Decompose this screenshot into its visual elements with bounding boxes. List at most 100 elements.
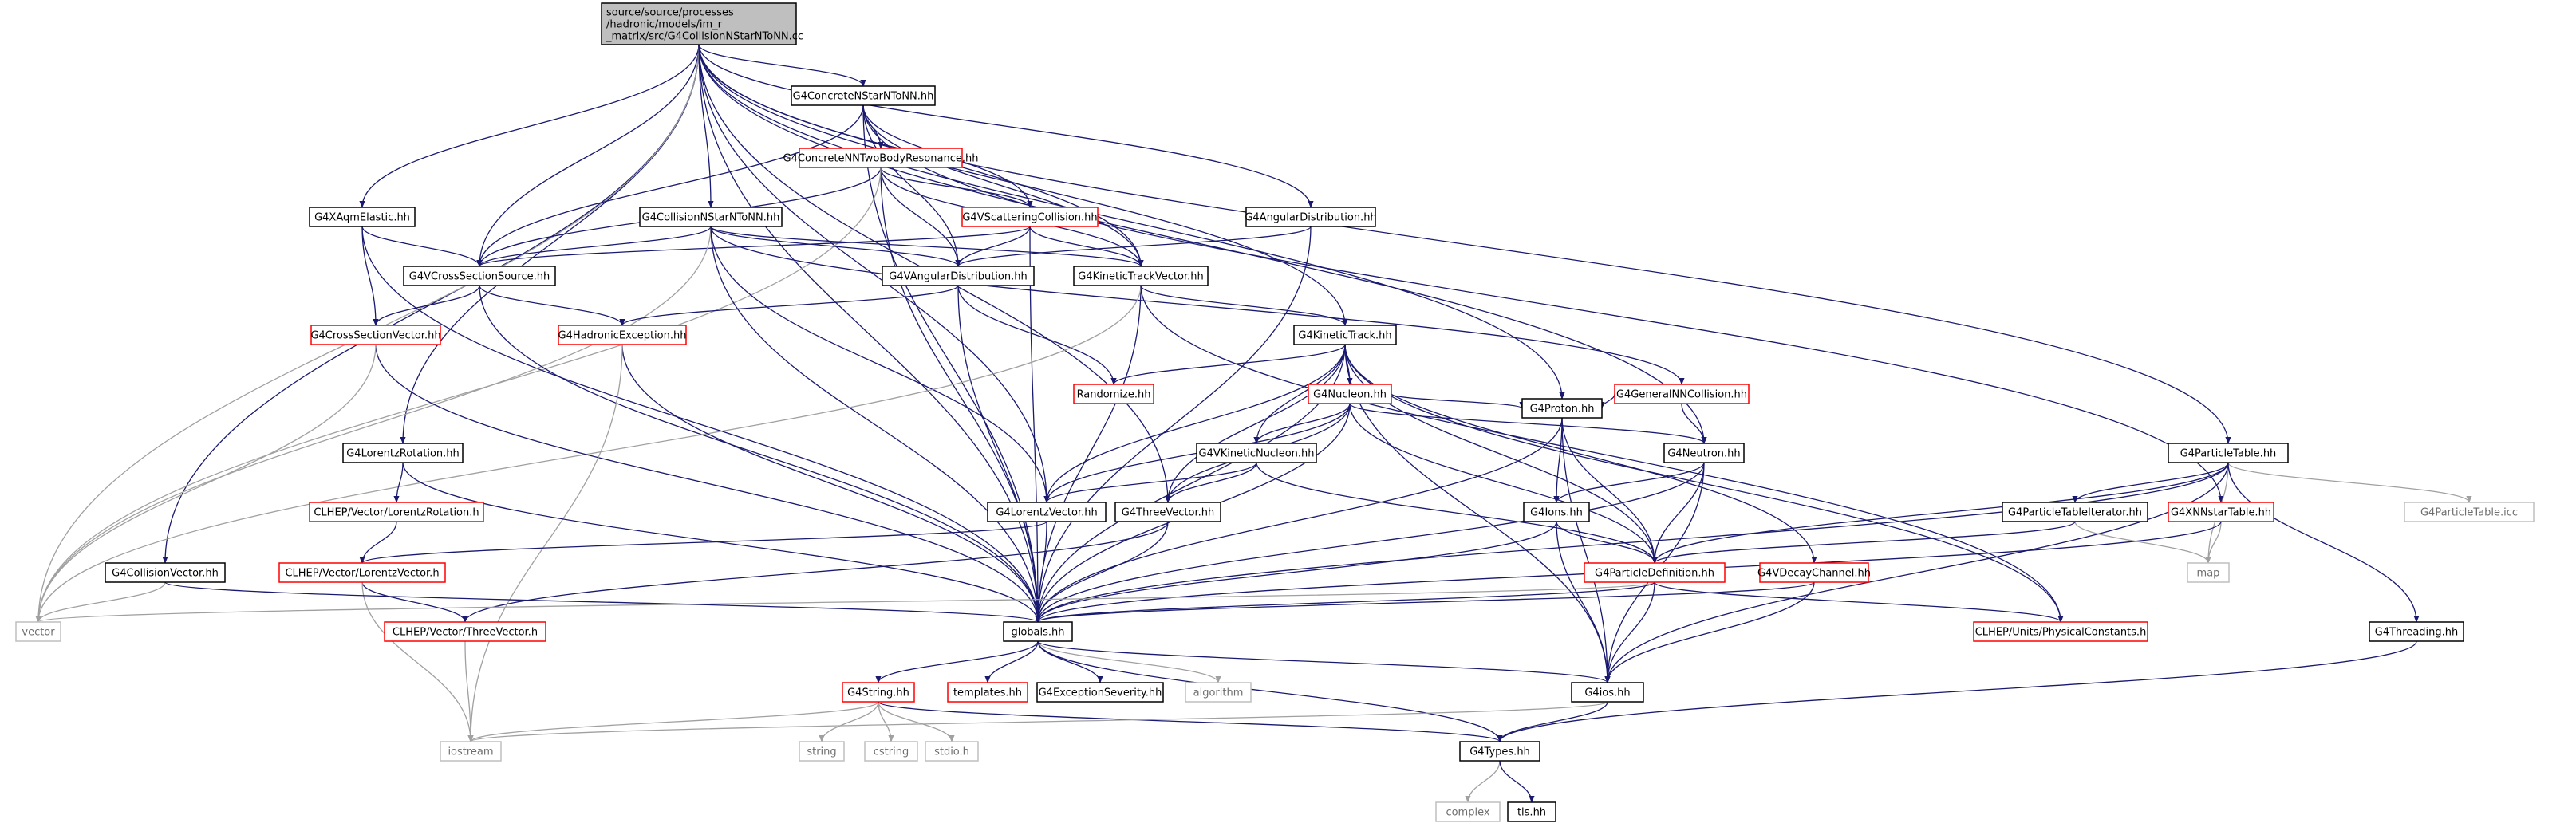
edge-kineticTrack-to-particleDefinition xyxy=(1344,344,1658,564)
dependency-edges xyxy=(35,44,2472,803)
node-lorentzVector[interactable]: G4LorentzVector.hh xyxy=(987,502,1107,522)
node-vDecayChannel[interactable]: G4VDecayChannel.hh xyxy=(1757,562,1871,583)
edge-generalNN-to-proton xyxy=(1599,393,1615,409)
edge-collisionNStar-to-lorentzVector xyxy=(710,226,1050,503)
node-label: G4ParticleTable.icc xyxy=(2420,507,2518,519)
node-collisionNStar[interactable]: G4CollisionNStarNToNN.hh xyxy=(639,207,783,227)
node-kineticTrack[interactable]: G4KineticTrack.hh xyxy=(1293,325,1397,345)
node-vKineticNucleon[interactable]: G4VKineticNucleon.hh xyxy=(1196,443,1317,463)
edge-globals-to-types xyxy=(1037,640,1503,742)
edge-vKineticNucleon-to-threeVector xyxy=(1165,462,1257,503)
node-label: G4Ions.hh xyxy=(1530,507,1583,519)
node-types[interactable]: G4Types.hh xyxy=(1459,741,1540,762)
node-xaqmElastic[interactable]: G4XAqmElastic.hh xyxy=(309,207,416,227)
node-templates[interactable]: templates.hh xyxy=(947,682,1028,703)
edge-particleTable-to-globals xyxy=(1035,462,2229,623)
node-tls[interactable]: tls.hh xyxy=(1507,801,1556,822)
edge-hadronicException-to-iostream xyxy=(467,344,623,742)
node-label: /hadronic/models/im_r xyxy=(606,19,723,31)
edge-globals-to-algorithm xyxy=(1037,640,1221,683)
edge-vScattering-to-kineticTrackVector xyxy=(1029,226,1144,267)
edge-threading-to-types xyxy=(1497,640,2417,742)
node-box xyxy=(1003,621,1073,642)
node-label: G4LorentzRotation.hh xyxy=(346,448,460,460)
edge-g4string-to-iostream xyxy=(467,701,879,742)
node-vCrossSectionSource[interactable]: G4VCrossSectionSource.hh xyxy=(403,266,556,286)
node-box xyxy=(2187,562,2230,583)
node-label: tls.hh xyxy=(1517,807,1546,819)
node-vAngularDist[interactable]: G4VAngularDistribution.hh xyxy=(882,266,1035,286)
node-particleDefinition[interactable]: G4ParticleDefinition.hh xyxy=(1584,562,1726,583)
node-collisionVector[interactable]: G4CollisionVector.hh xyxy=(105,562,226,583)
edge-concreteNNTwoBody-to-vAngularDist xyxy=(880,167,961,267)
edge-nucleon-to-neutron xyxy=(1349,403,1707,444)
edge-nucleon-to-particleDefinition xyxy=(1349,403,1658,564)
node-string: string xyxy=(799,741,845,762)
edge-ions-to-g4ios xyxy=(1556,521,1611,683)
node-neutron[interactable]: G4Neutron.hh xyxy=(1663,443,1745,463)
edge-root-to-vCrossSectionSource xyxy=(476,44,700,267)
edge-particleDefinition-to-clhepPhysConst xyxy=(1654,581,2064,623)
node-xnnstarTable[interactable]: G4XNNstarTable.hh xyxy=(2168,502,2274,522)
node-generalNN[interactable]: G4GeneralNNCollision.hh xyxy=(1614,384,1750,404)
node-concreteNStar[interactable]: G4ConcreteNStarNToNN.hh xyxy=(791,85,936,106)
node-label: source/source/processes xyxy=(606,7,734,19)
node-ions[interactable]: G4Ions.hh xyxy=(1523,502,1590,522)
edge-collisionVector-to-globals xyxy=(164,581,1041,623)
node-label: G4String.hh xyxy=(847,687,909,699)
node-vScattering[interactable]: G4VScatteringCollision.hh xyxy=(961,207,1099,227)
node-clhepThreeVector[interactable]: CLHEP/Vector/ThreeVector.h xyxy=(384,621,546,642)
node-concreteNNTwoBody[interactable]: G4ConcreteNNTwoBodyResonance.hh xyxy=(783,148,979,168)
node-clhepLorentzRotation[interactable]: CLHEP/Vector/LorentzRotation.h xyxy=(309,502,484,522)
node-box xyxy=(961,207,1099,227)
edge-collisionNStar-to-vAngularDist xyxy=(710,226,961,267)
edge-vCrossSectionSource-to-hadronicException xyxy=(479,285,625,326)
edge-particleDefinition-to-globals xyxy=(1035,581,1655,623)
node-label: G4XNNstarTable.hh xyxy=(2171,507,2271,519)
node-threading[interactable]: G4Threading.hh xyxy=(2369,621,2464,642)
node-particleTable[interactable]: G4ParticleTable.hh xyxy=(2168,443,2289,463)
node-angularDist[interactable]: G4AngularDistribution.hh xyxy=(1245,207,1377,227)
node-randomize[interactable]: Randomize.hh xyxy=(1073,384,1154,404)
node-clhepPhysConst[interactable]: CLHEP/Units/PhysicalConstants.h xyxy=(1973,621,2148,642)
node-box xyxy=(558,325,687,345)
edge-xaqmElastic-to-crossSectionVector xyxy=(361,226,379,326)
node-label: complex xyxy=(1446,807,1489,819)
node-g4ios[interactable]: G4ios.hh xyxy=(1571,682,1644,703)
edge-concreteNNTwoBody-to-vector xyxy=(35,167,882,623)
edge-threeVector-to-clhepThreeVector xyxy=(462,521,1169,623)
edge-particleDefinition-to-vector xyxy=(36,581,1655,623)
edge-particleTable-to-particleTableIterator xyxy=(2072,462,2229,503)
node-box xyxy=(1663,443,1745,463)
node-g4string[interactable]: G4String.hh xyxy=(842,682,915,703)
edge-collisionNStar-to-vCrossSectionSource xyxy=(476,226,712,267)
node-box xyxy=(309,207,416,227)
node-proton[interactable]: G4Proton.hh xyxy=(1521,398,1603,419)
node-nucleon[interactable]: G4Nucleon.hh xyxy=(1308,384,1392,404)
node-label: cstring xyxy=(874,746,909,758)
edge-particleTable-to-particleDefinition xyxy=(1651,462,2229,564)
edge-concreteNNTwoBody-to-globals xyxy=(880,167,1041,623)
node-particleTableIterator[interactable]: G4ParticleTableIterator.hh xyxy=(2002,502,2148,522)
node-clhepLorentzVector[interactable]: CLHEP/Vector/LorentzVector.h xyxy=(278,562,446,583)
node-label: vector xyxy=(22,627,55,639)
node-label: G4ParticleTableIterator.hh xyxy=(2008,507,2142,519)
edge-particleDefinition-to-g4ios xyxy=(1604,581,1655,683)
node-root[interactable]: source/source/processes/hadronic/models/… xyxy=(601,2,803,45)
node-label: CLHEP/Vector/LorentzVector.h xyxy=(285,568,439,580)
node-box xyxy=(1507,801,1556,822)
node-hadronicException[interactable]: G4HadronicException.hh xyxy=(558,325,687,345)
edge-g4ios-to-iostream xyxy=(467,701,1608,742)
node-lorentzRotation[interactable]: G4LorentzRotation.hh xyxy=(342,443,464,463)
node-crossSectionVector[interactable]: G4CrossSectionVector.hh xyxy=(310,325,441,345)
node-exceptionSeverity[interactable]: G4ExceptionSeverity.hh xyxy=(1036,682,1164,703)
edge-vCrossSectionSource-to-crossSectionVector xyxy=(373,285,480,326)
node-label: CLHEP/Vector/ThreeVector.h xyxy=(393,627,538,639)
node-kineticTrackVector[interactable]: G4KineticTrackVector.hh xyxy=(1073,266,1209,286)
node-box xyxy=(105,562,226,583)
node-box xyxy=(601,2,797,45)
node-globals[interactable]: globals.hh xyxy=(1003,621,1073,642)
node-box xyxy=(2002,502,2148,522)
node-threeVector[interactable]: G4ThreeVector.hh xyxy=(1114,502,1221,522)
node-box xyxy=(1036,682,1164,703)
